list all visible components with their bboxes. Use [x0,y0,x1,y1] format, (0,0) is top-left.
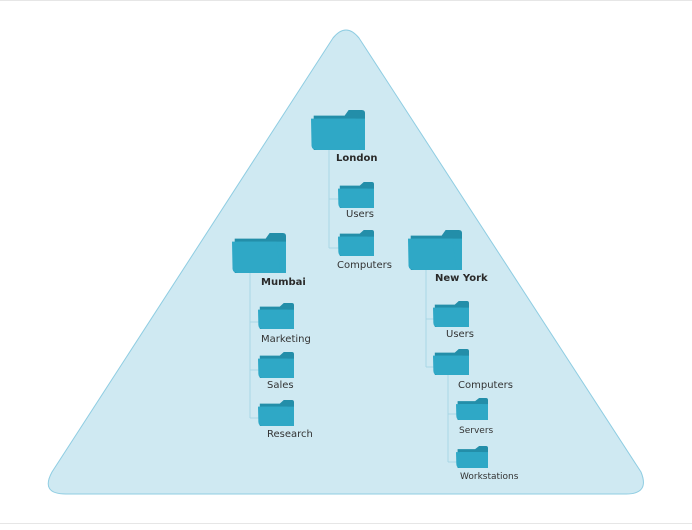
london-users-label: Users [346,209,375,220]
mumbai-sales-label: Sales [267,380,294,391]
newyork-users-label: Users [446,329,475,340]
newyork-users-folder-icon [433,301,469,327]
london-users-folder-icon [338,182,374,208]
london-label: London [336,153,378,164]
mumbai-label: Mumbai [261,277,306,288]
forest-triangle [47,29,644,495]
newyork-workstations-label: Workstations [460,472,519,482]
top-border [0,0,692,1]
newyork-label: New York [435,273,488,284]
london-folder-icon [311,110,365,150]
folders [232,110,488,468]
mumbai-sales-folder-icon [258,352,294,378]
newyork-computers-folder-icon [433,349,469,375]
newyork-servers-folder-icon [456,398,488,420]
mumbai-marketing-label: Marketing [261,334,311,345]
mumbai-marketing-folder-icon [258,303,294,329]
mumbai-research-label: Research [267,429,313,440]
newyork-servers-label: Servers [459,426,494,436]
newyork-computers-label: Computers [458,380,513,391]
newyork-folder-icon [408,230,462,270]
mumbai-folder-icon [232,233,286,273]
bottom-border [0,523,692,524]
london-computers-label: Computers [337,260,392,271]
connectors [249,150,457,463]
newyork-workstations-folder-icon [456,446,488,468]
london-computers-folder-icon [338,230,374,256]
mumbai-research-folder-icon [258,400,294,426]
